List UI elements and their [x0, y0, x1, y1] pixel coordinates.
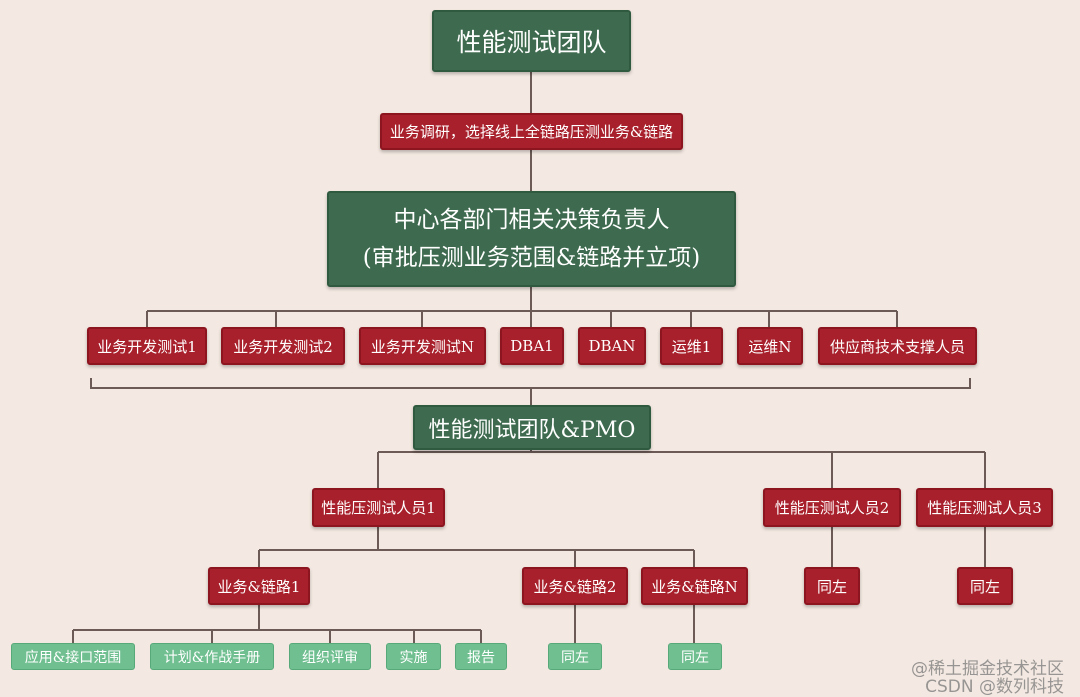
- biz-link-1-node: 业务&链路1: [208, 567, 310, 605]
- leaf-same-left-link-n: 同左: [668, 643, 722, 670]
- leaf-review: 组织评审: [289, 643, 371, 670]
- tester-2-label: 性能压测试人员2: [774, 499, 890, 517]
- watermark-line1: @稀土掘金技术社区: [911, 659, 1064, 679]
- role-dev-test-1-label: 业务开发测试1: [97, 337, 197, 356]
- biz-link-n-label: 业务&链路N: [651, 577, 738, 596]
- tester-2-node: 性能压测试人员2: [763, 488, 901, 527]
- biz-link-1-label: 业务&链路1: [217, 577, 301, 596]
- role-dev-test-2: 业务开发测试2: [221, 327, 345, 365]
- same-left-tester-2: 同左: [804, 567, 860, 605]
- leaf-same-left-link-n-label: 同左: [681, 649, 709, 666]
- biz-link-2-label: 业务&链路2: [533, 577, 617, 596]
- same-left-tester-3: 同左: [957, 567, 1013, 605]
- role-dev-test-1: 业务开发测试1: [87, 327, 207, 365]
- role-dev-test-2-label: 业务开发测试2: [233, 337, 333, 356]
- role-vendor-support-label: 供应商技术支撑人员: [829, 337, 965, 356]
- same-left-tester-3-label: 同左: [969, 577, 1000, 596]
- leaf-plan: 计划&作战手册: [150, 643, 274, 670]
- role-ops-n-label: 运维N: [748, 337, 792, 356]
- role-ops-n: 运维N: [737, 327, 803, 365]
- leaf-scope-label: 应用&接口范围: [24, 649, 122, 666]
- team-pmo-label: 性能测试团队&PMO: [428, 417, 636, 443]
- role-ops-1: 运维1: [660, 327, 723, 365]
- same-left-tester-2-label: 同左: [816, 577, 847, 596]
- role-dev-test-n-label: 业务开发测试N: [370, 337, 475, 356]
- decision-label-line2: (审批压测业务范围&链路并立项): [362, 245, 701, 271]
- tester-3-label: 性能压测试人员3: [927, 499, 1042, 517]
- role-ops-1-label: 运维1: [671, 337, 712, 356]
- leaf-implement: 实施: [386, 643, 441, 670]
- leaf-same-left-link-2: 同左: [548, 643, 602, 670]
- root-label: 性能测试团队: [456, 28, 607, 57]
- decision-node: 中心各部门相关决策负责人 (审批压测业务范围&链路并立项): [327, 191, 736, 287]
- research-label: 业务调研，选择线上全链路压测业务&链路: [389, 123, 674, 141]
- watermark-line2: CSDN @数列科技: [925, 677, 1064, 697]
- leaf-report-label: 报告: [467, 649, 495, 666]
- role-dba-1-label: DBA1: [510, 337, 554, 355]
- leaf-scope: 应用&接口范围: [11, 643, 135, 670]
- tester-1-node: 性能压测试人员1: [312, 488, 445, 527]
- biz-link-2-node: 业务&链路2: [522, 567, 628, 605]
- leaf-same-left-link-2-label: 同左: [561, 649, 589, 666]
- tester-3-node: 性能压测试人员3: [916, 488, 1053, 527]
- biz-link-n-node: 业务&链路N: [641, 567, 748, 605]
- role-dev-test-n: 业务开发测试N: [359, 327, 486, 365]
- role-dba-1: DBA1: [500, 327, 564, 365]
- leaf-plan-label: 计划&作战手册: [163, 649, 261, 666]
- decision-label-line1: 中心各部门相关决策负责人: [393, 207, 670, 233]
- leaf-implement-label: 实施: [399, 649, 428, 666]
- role-dba-n: DBAN: [578, 327, 646, 365]
- tester-1-label: 性能压测试人员1: [321, 499, 436, 517]
- role-vendor-support: 供应商技术支撑人员: [818, 327, 977, 365]
- team-pmo-node: 性能测试团队&PMO: [413, 405, 651, 450]
- leaf-review-label: 组织评审: [302, 649, 358, 666]
- leaf-report: 报告: [455, 643, 507, 670]
- root-node: 性能测试团队: [432, 10, 631, 72]
- research-node: 业务调研，选择线上全链路压测业务&链路: [380, 113, 683, 150]
- role-dba-n-label: DBAN: [588, 337, 636, 355]
